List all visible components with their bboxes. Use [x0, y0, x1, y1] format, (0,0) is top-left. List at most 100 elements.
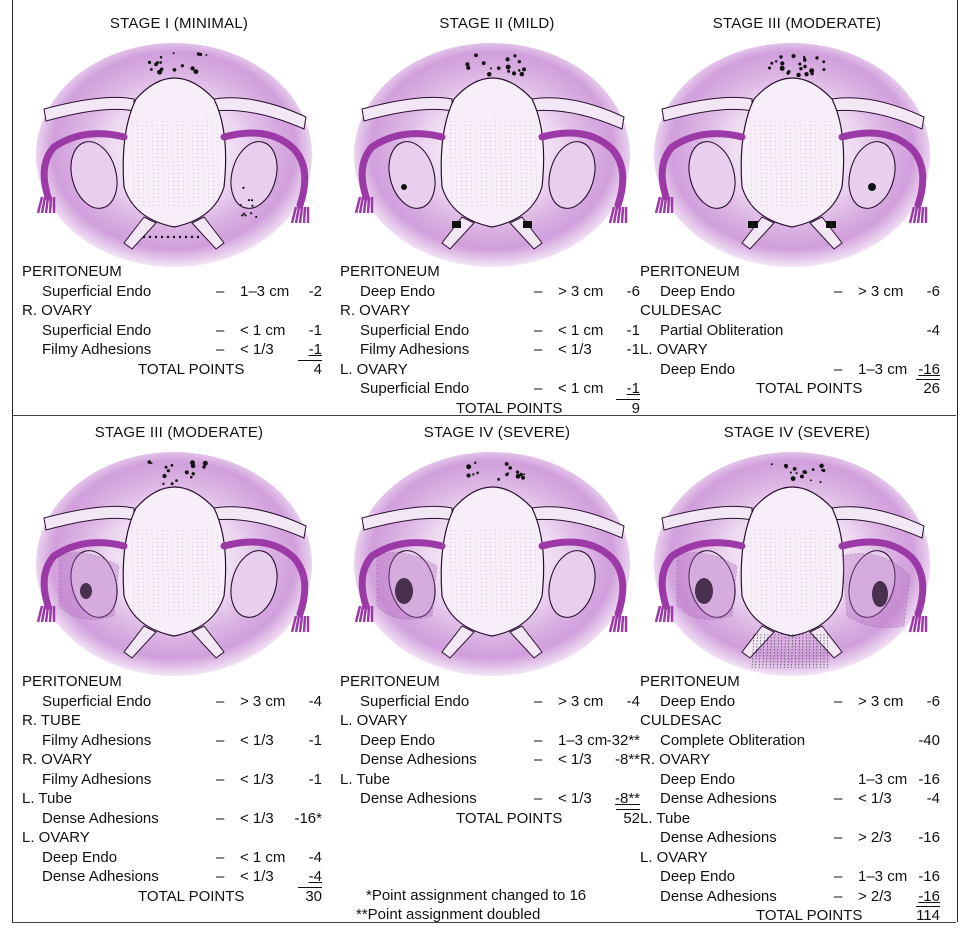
ovary-implant	[401, 184, 407, 190]
total-label: TOTAL POINTS	[756, 906, 862, 926]
implant-dot	[190, 476, 193, 479]
total-row: TOTAL POINTS4	[22, 360, 336, 380]
size-value: < 1/3	[240, 809, 274, 829]
points-value: -6	[627, 282, 640, 302]
points-value: -1	[627, 340, 640, 360]
implant-dot	[779, 55, 782, 58]
finding-label: Superficial Endo	[360, 692, 469, 712]
size-value: < 1 cm	[558, 321, 603, 341]
section-heading: CULDESAC	[640, 711, 954, 731]
finding-label: Partial Obliteration	[660, 321, 783, 341]
ovary-lesion	[868, 183, 876, 191]
finding-label: Deep Endo	[360, 731, 435, 751]
ovary-implant	[242, 187, 244, 189]
implant-dot	[205, 54, 207, 56]
implant-dot	[768, 67, 771, 70]
finding-label: L. OVARY	[640, 848, 708, 868]
score-row: Filmy Adhesions–< 1/3-1	[22, 731, 336, 751]
finding-label: Filmy Adhesions	[360, 340, 469, 360]
left-fimbria	[304, 207, 305, 223]
total-points: 4	[298, 360, 322, 379]
separator-dash: –	[834, 282, 842, 302]
implant-dot	[173, 68, 177, 72]
implant-dot	[780, 66, 785, 71]
implant-dot	[490, 67, 492, 69]
implant-dot	[819, 481, 821, 483]
score-list: PERITONEUMSuperficial Endo–> 3 cm-4L. OV…	[340, 672, 654, 828]
separator-dash: –	[834, 887, 842, 907]
finding-label: Dense Adhesions	[360, 750, 477, 770]
implant-dot	[810, 479, 812, 481]
section-heading: PERITONEUM	[640, 262, 954, 282]
implant-dot	[160, 68, 164, 72]
size-value: > 2/3	[858, 828, 892, 848]
right-fimbria	[368, 197, 369, 213]
size-value: < 1/3	[558, 750, 592, 770]
separator-dash: –	[834, 789, 842, 809]
implant-dot	[476, 472, 479, 475]
section-heading: PERITONEUM	[22, 262, 336, 282]
separator-dash: –	[216, 731, 224, 751]
finding-label: PERITONEUM	[640, 262, 740, 282]
score-row: Superficial Endo–< 1 cm-1	[340, 379, 654, 399]
uterus	[123, 487, 225, 636]
implant-dot	[507, 472, 509, 474]
points-value: -6	[927, 282, 940, 302]
implant-dot	[487, 72, 492, 77]
implant-dot	[173, 52, 175, 54]
separator-dash: –	[216, 692, 224, 712]
score-row: Dense Adhesions–< 1/3-4	[640, 789, 954, 809]
implant-dot	[497, 478, 500, 481]
score-list: PERITONEUMSuperficial Endo–> 3 cm-4R. TU…	[22, 672, 336, 906]
score-row: Deep Endo–< 1 cm-4	[22, 848, 336, 868]
size-value: < 1/3	[240, 731, 274, 751]
size-value: < 1/3	[240, 770, 274, 790]
implant-dot	[181, 64, 184, 67]
total-points: 26	[916, 379, 940, 398]
total-label: TOTAL POINTS	[456, 809, 562, 829]
uterus	[741, 78, 843, 227]
implant-dot	[472, 473, 474, 475]
deep-implant	[523, 221, 532, 228]
separator-dash: –	[834, 692, 842, 712]
pelvis-illustration	[24, 37, 324, 267]
section-heading: R. OVARY	[640, 750, 954, 770]
section-heading: L. OVARY	[340, 360, 654, 380]
panel-title: STAGE III (MODERATE)	[640, 15, 954, 32]
score-row: Deep Endo–> 3 cm-6	[340, 282, 654, 302]
size-value: > 3 cm	[558, 282, 603, 302]
finding-label: Deep Endo	[660, 282, 735, 302]
implant-dot	[516, 470, 519, 473]
right-fimbria	[50, 606, 51, 622]
implant-dot	[465, 62, 469, 66]
implant-dot	[190, 66, 194, 70]
footnote-double-asterisk: **Point assignment doubled	[356, 905, 540, 924]
ovary-implant	[255, 216, 257, 218]
implant-dot	[165, 466, 168, 469]
finding-label: Dense Adhesions	[42, 867, 159, 887]
score-row: Deep Endo–1–3 cm-32**	[340, 731, 654, 751]
ovary-implant	[239, 204, 241, 206]
implant-dot	[466, 464, 471, 469]
implant-dot	[802, 470, 806, 474]
finding-label: CULDESAC	[640, 301, 722, 321]
section-heading: L. OVARY	[340, 711, 654, 731]
finding-label: Deep Endo	[42, 848, 117, 868]
score-row: Dense Adhesions–> 2/3-16	[640, 828, 954, 848]
finding-label: PERITONEUM	[340, 262, 440, 282]
separator-dash: –	[216, 321, 224, 341]
implant-dot	[803, 56, 805, 58]
pelvis-illustration	[642, 37, 942, 267]
implant-dot	[819, 464, 823, 468]
implant-dot	[167, 469, 170, 472]
score-row: Superficial Endo–1–3 cm-2	[22, 282, 336, 302]
implant-dot	[791, 54, 795, 58]
points-value: -8**	[615, 750, 640, 770]
section-heading: L. Tube	[340, 770, 654, 790]
implant-dot	[793, 467, 797, 471]
implant-dot	[822, 68, 825, 71]
left-fimbria	[304, 616, 305, 632]
size-value: > 3 cm	[558, 692, 603, 712]
